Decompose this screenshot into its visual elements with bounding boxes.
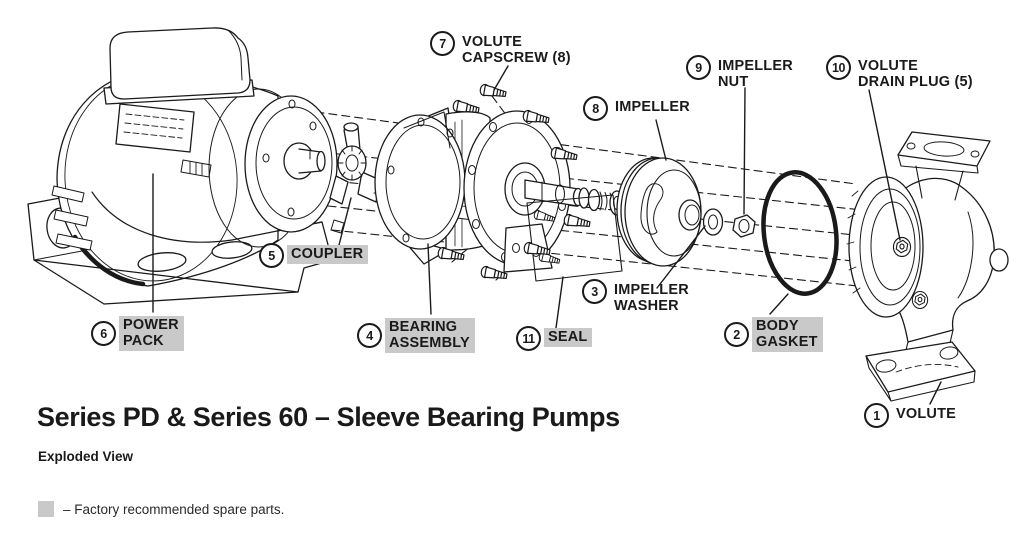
part-name-impeller-nut: IMPELLER NUT [718, 58, 793, 90]
part-number-4: 4 [357, 323, 382, 348]
part-number-11: 11 [516, 326, 541, 351]
impeller-nut-drawing [732, 214, 756, 238]
part-number-9: 9 [686, 55, 711, 80]
part-label-impeller: 8 IMPELLER [583, 96, 690, 121]
part-number-8: 8 [583, 96, 608, 121]
leader-lines [152, 65, 942, 405]
part-number-1: 1 [864, 403, 889, 428]
part-name-impeller: IMPELLER [615, 99, 690, 115]
bearing-assembly-drawing [374, 107, 584, 273]
part-label-volute: 1 VOLUTE [864, 403, 956, 428]
impeller-washer-drawing [702, 208, 724, 236]
part-number-2: 2 [724, 322, 749, 347]
part-label-impeller-nut: 9 IMPELLER NUT [686, 55, 793, 92]
page-title: Series PD & Series 60 – Sleeve Bearing P… [37, 402, 620, 432]
legend: – Factory recommended spare parts. [38, 501, 284, 517]
part-label-coupler: 5 COUPLER [259, 243, 369, 268]
part-number-6: 6 [91, 321, 116, 346]
part-name-volute: VOLUTE [896, 406, 957, 422]
part-label-bearing-assembly: 4 BEARING ASSEMBLY [357, 316, 475, 353]
part-name-body-gasket: BODY GASKET [752, 317, 823, 352]
part-label-volute-drain-plug: 10 VOLUTE DRAIN PLUG (5) [826, 55, 973, 92]
part-number-3: 3 [582, 279, 607, 304]
part-label-power-pack: 6 POWER PACK [91, 314, 184, 351]
impeller-drawing [616, 157, 702, 267]
part-number-7: 7 [430, 31, 455, 56]
part-name-seal: SEAL [544, 328, 593, 347]
part-name-impeller-washer: IMPELLER WASHER [614, 282, 689, 314]
part-name-volute-drain-plug: VOLUTE DRAIN PLUG (5) [858, 58, 973, 90]
body-gasket-drawing [761, 170, 839, 296]
part-label-body-gasket: 2 BODY GASKET [724, 315, 823, 352]
part-label-volute-capscrew: 7 VOLUTE CAPSCREW (8) [430, 31, 571, 68]
part-number-10: 10 [826, 55, 851, 80]
page-subtitle: Exploded View [38, 449, 134, 464]
part-label-seal: 11 SEAL [516, 326, 593, 351]
part-name-volute-capscrew: VOLUTE CAPSCREW (8) [462, 34, 571, 66]
part-name-power-pack: POWER PACK [119, 316, 184, 351]
part-label-impeller-washer: 3 IMPELLER WASHER [582, 279, 689, 316]
part-number-5: 5 [259, 243, 284, 268]
legend-swatch [38, 501, 54, 517]
volute-drawing [846, 131, 1009, 402]
part-name-coupler: COUPLER [287, 245, 369, 264]
power-pack-drawing [27, 27, 338, 305]
legend-text: – Factory recommended spare parts. [63, 501, 285, 517]
part-name-bearing-assembly: BEARING ASSEMBLY [385, 318, 475, 353]
